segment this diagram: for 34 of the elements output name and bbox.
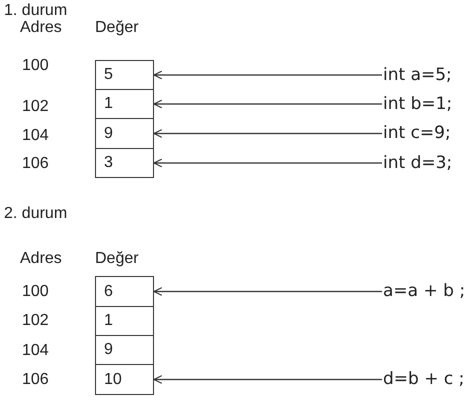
arrow xyxy=(153,374,382,384)
code-statement: int a=5; xyxy=(383,65,452,85)
code-statement: int b=1; xyxy=(383,94,452,114)
arrow xyxy=(153,128,382,138)
address-label: 100 xyxy=(22,284,49,300)
section-heading: 2. durum xyxy=(4,206,68,222)
arrow xyxy=(153,286,382,296)
address-label: 102 xyxy=(22,99,49,115)
address-label: 106 xyxy=(22,156,49,172)
memory-cell: 9 xyxy=(95,335,154,365)
memory-cell: 3 xyxy=(95,148,154,178)
address-label: 104 xyxy=(22,343,49,359)
memory-cell: 9 xyxy=(95,118,154,149)
section-heading: 1. durum xyxy=(4,3,68,19)
memory-cell: 5 xyxy=(95,60,154,90)
column-header: Adres xyxy=(20,20,62,36)
memory-cell: 1 xyxy=(95,89,154,119)
column-header: Değer xyxy=(95,251,139,267)
address-label: 100 xyxy=(22,58,49,74)
arrow xyxy=(153,158,382,168)
code-statement: d=b + c ; xyxy=(383,369,464,389)
memory-cell: 10 xyxy=(95,364,154,395)
column-header: Değer xyxy=(95,20,139,36)
arrow xyxy=(153,99,382,109)
code-statement: int c=9; xyxy=(383,123,451,143)
memory-cell: 6 xyxy=(95,276,154,307)
memory-cell: 1 xyxy=(95,306,154,336)
arrow xyxy=(153,70,382,80)
address-label: 102 xyxy=(22,313,49,329)
code-statement: a=a + b ; xyxy=(383,281,466,301)
address-label: 106 xyxy=(22,372,49,388)
code-statement: int d=3; xyxy=(383,153,452,173)
column-header: Adres xyxy=(20,251,62,267)
address-label: 104 xyxy=(22,128,49,144)
